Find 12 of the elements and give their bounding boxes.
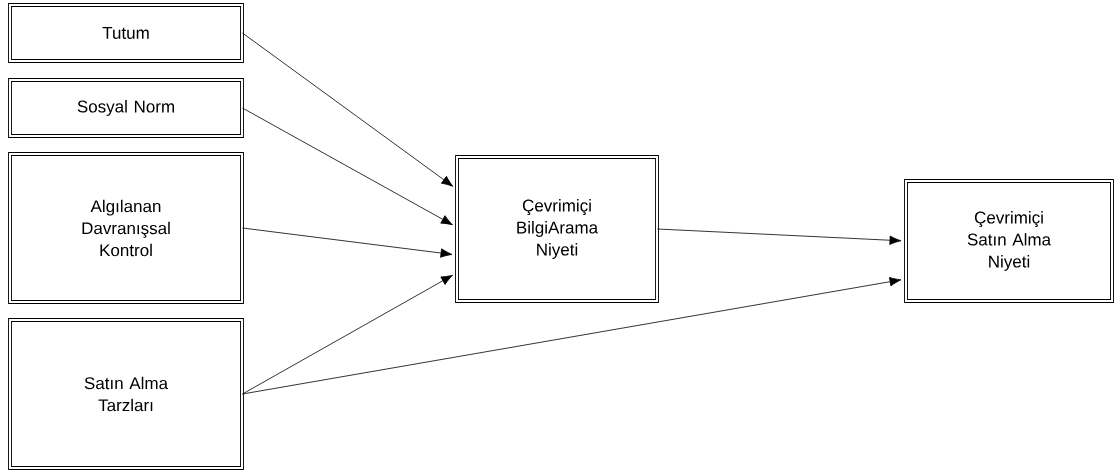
concept-box: Çevrimiçi BilgiArama Niyeti <box>455 155 659 303</box>
arrow <box>242 277 902 395</box>
concept-box: Çevrimiçi Satın Alma Niyeti <box>904 179 1114 303</box>
concept-box: Sosyal Norm <box>8 78 244 138</box>
concept-box: Satın Alma Tarzları <box>8 318 244 470</box>
arrow <box>657 228 902 245</box>
arrow <box>242 32 454 187</box>
arrow <box>242 107 453 226</box>
arrow <box>242 227 453 258</box>
concept-box: Algılanan Davranışsal Kontrol <box>8 152 244 304</box>
arrow <box>242 274 453 395</box>
concept-box: Tutum <box>8 3 244 63</box>
